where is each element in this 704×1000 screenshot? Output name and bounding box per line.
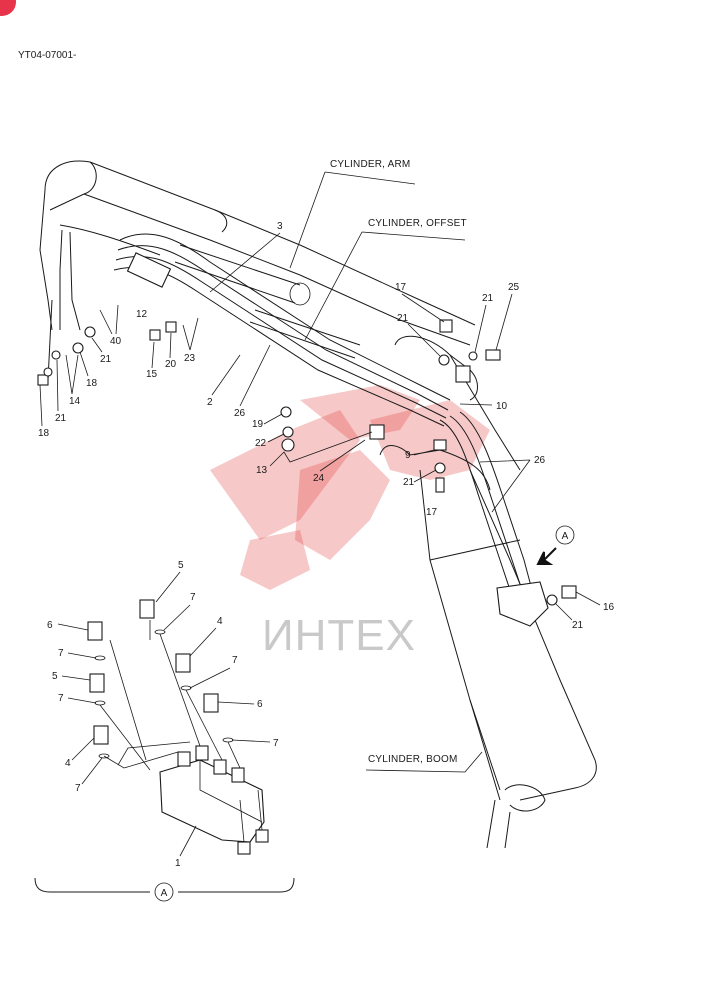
callout: 24 [313, 473, 325, 484]
callout: 21 [482, 293, 494, 304]
callout: 15 [146, 369, 158, 380]
callout: 25 [508, 282, 520, 293]
callout: 17 [395, 282, 407, 293]
callout: 21 [100, 354, 112, 365]
callout: 26 [534, 455, 546, 466]
callouts-main: 3 12 40 15 20 23 23 2 26 21 18 14 21 18 … [38, 221, 615, 631]
callout: 26 [234, 408, 246, 419]
boom-assembly-drawing [37, 160, 597, 849]
callout: 6 [47, 620, 53, 631]
callout: 1 [175, 858, 181, 869]
callout: 14 [69, 396, 81, 407]
callout: 17 [426, 507, 438, 518]
watermark-text: ИНТЕХ [262, 611, 416, 660]
watermark-logo [210, 385, 490, 590]
callout: 7 [75, 783, 81, 794]
callout: 18 [86, 378, 98, 389]
callout: 23 [184, 353, 196, 364]
view-a-arrow-icon [536, 547, 557, 565]
leader-cylinder-arm [289, 171, 416, 269]
callout: 3 [277, 221, 283, 232]
callout: 20 [165, 359, 177, 370]
callout: 13 [256, 465, 268, 476]
callout: 6 [257, 699, 263, 710]
view-a-marker-label: A [562, 531, 569, 542]
leader-cylinder-boom [365, 751, 483, 773]
callout: 5 [52, 671, 58, 682]
callout: 12 [136, 309, 148, 320]
corner-badge [0, 0, 16, 16]
callout: 22 [255, 438, 267, 449]
callout: 21 [403, 477, 415, 488]
view-a-marker [555, 525, 575, 545]
caption-cylinder-offset: CYLINDER, OFFSET [368, 218, 467, 229]
callout: 19 [252, 419, 264, 430]
detail-a-title: A [161, 888, 168, 899]
callout: 7 [190, 592, 196, 603]
callout: 7 [58, 693, 64, 704]
callouts-detail: 5 7 6 4 7 7 5 6 7 7 4 7 1 [47, 560, 279, 869]
callout: 7 [232, 655, 238, 666]
callout: 21 [55, 413, 67, 424]
callout: 2 [207, 397, 213, 408]
leader-cylinder-offset [304, 231, 466, 341]
callout: 9 [405, 450, 411, 461]
callout: 18 [38, 428, 50, 439]
callout: 21 [397, 313, 409, 324]
document-code: YT04-07001- [18, 50, 76, 61]
callout: 40 [110, 336, 122, 347]
callout: 7 [58, 648, 64, 659]
callout: 4 [217, 616, 223, 627]
callout: 7 [273, 738, 279, 749]
callout: 16 [603, 602, 615, 613]
callout: 5 [178, 560, 184, 571]
callout: 21 [572, 620, 584, 631]
callout: 4 [65, 758, 71, 769]
callout: 10 [496, 401, 508, 412]
caption-cylinder-boom: CYLINDER, BOOM [368, 754, 457, 765]
caption-cylinder-arm: CYLINDER, ARM [330, 159, 410, 170]
detail-a-drawing [34, 599, 295, 902]
